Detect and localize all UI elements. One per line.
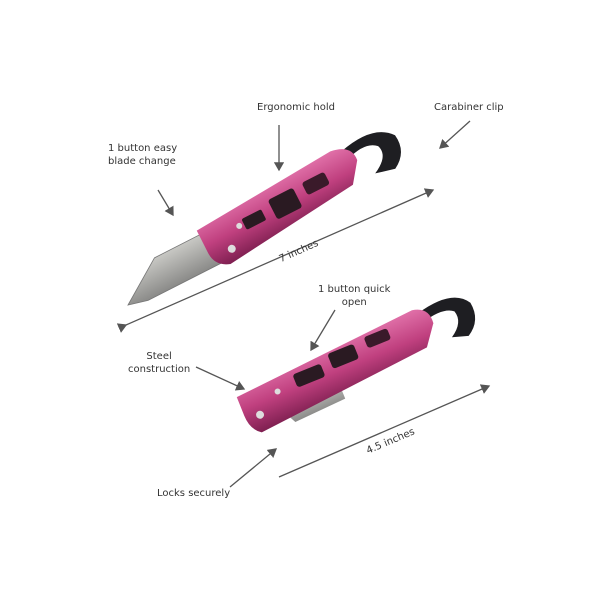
arrow-steel [195, 366, 246, 391]
arrow-blade-change [157, 189, 174, 217]
carabiner-clip [341, 132, 401, 174]
callout-line: open [341, 297, 367, 308]
callout-steel: Steel construction [128, 350, 190, 376]
arrow-locks [229, 448, 278, 488]
dimension-line-open [116, 188, 435, 333]
callout-blade-change: 1 button easy blade change [108, 142, 177, 168]
callout-locks: Locks securely [157, 488, 231, 499]
callout-carabiner: Carabiner clip [434, 102, 504, 113]
closed-knife [236, 297, 476, 433]
callout-ergonomic: Ergonomic hold [257, 102, 335, 113]
callout-line: 1 button quick [318, 284, 391, 295]
arrow-quick-open [310, 309, 336, 352]
callout-quick-open: 1 button quick open [318, 283, 390, 309]
dimension-line-closed [278, 384, 491, 478]
callout-line: 1 button easy [108, 143, 178, 154]
callout-line: construction [128, 364, 191, 375]
arrow-carabiner [439, 120, 471, 149]
callout-line: blade change [108, 156, 176, 167]
callout-line: Steel [146, 351, 172, 362]
